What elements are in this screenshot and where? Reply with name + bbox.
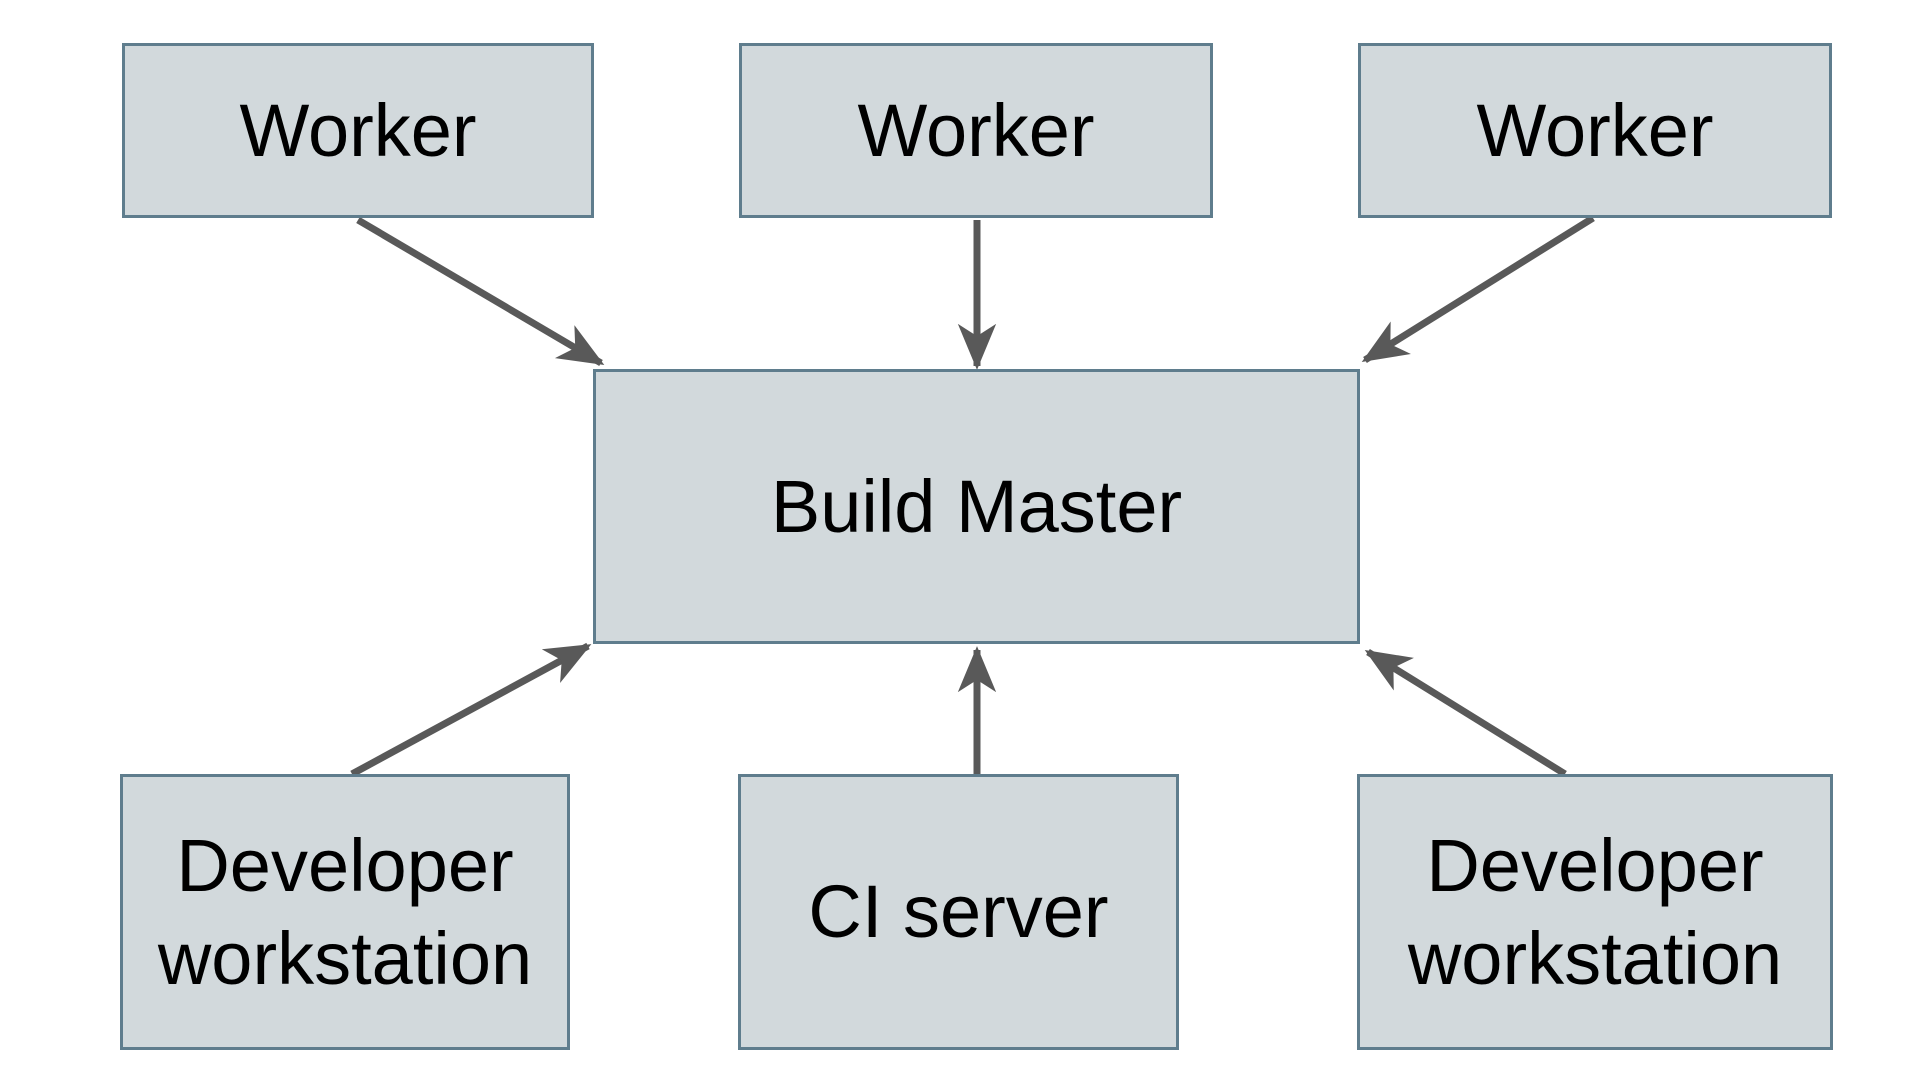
node-label: Developer workstation	[157, 823, 533, 1000]
node-label: CI server	[808, 870, 1109, 954]
node-label: Worker	[857, 88, 1095, 172]
node-build-master: Build Master	[593, 369, 1360, 644]
node-worker-2: Worker	[739, 43, 1213, 218]
node-developer-workstation-1: Developer workstation	[120, 774, 570, 1050]
node-label: Worker	[1476, 88, 1714, 172]
arrow-developer-workstation-2-to-build-master	[1364, 649, 1567, 777]
node-label: Worker	[239, 88, 477, 172]
arrow-developer-workstation-1-to-build-master	[350, 642, 592, 778]
node-developer-workstation-2: Developer workstation	[1357, 774, 1833, 1050]
node-worker-1: Worker	[122, 43, 594, 218]
node-ci-server: CI server	[738, 774, 1179, 1050]
arrow-worker-1-to-build-master	[356, 216, 605, 367]
node-label: Build Master	[770, 464, 1183, 548]
node-label: Developer workstation	[1407, 823, 1783, 1000]
arrow-worker-3-to-build-master	[1361, 215, 1595, 363]
node-worker-3: Worker	[1358, 43, 1832, 218]
